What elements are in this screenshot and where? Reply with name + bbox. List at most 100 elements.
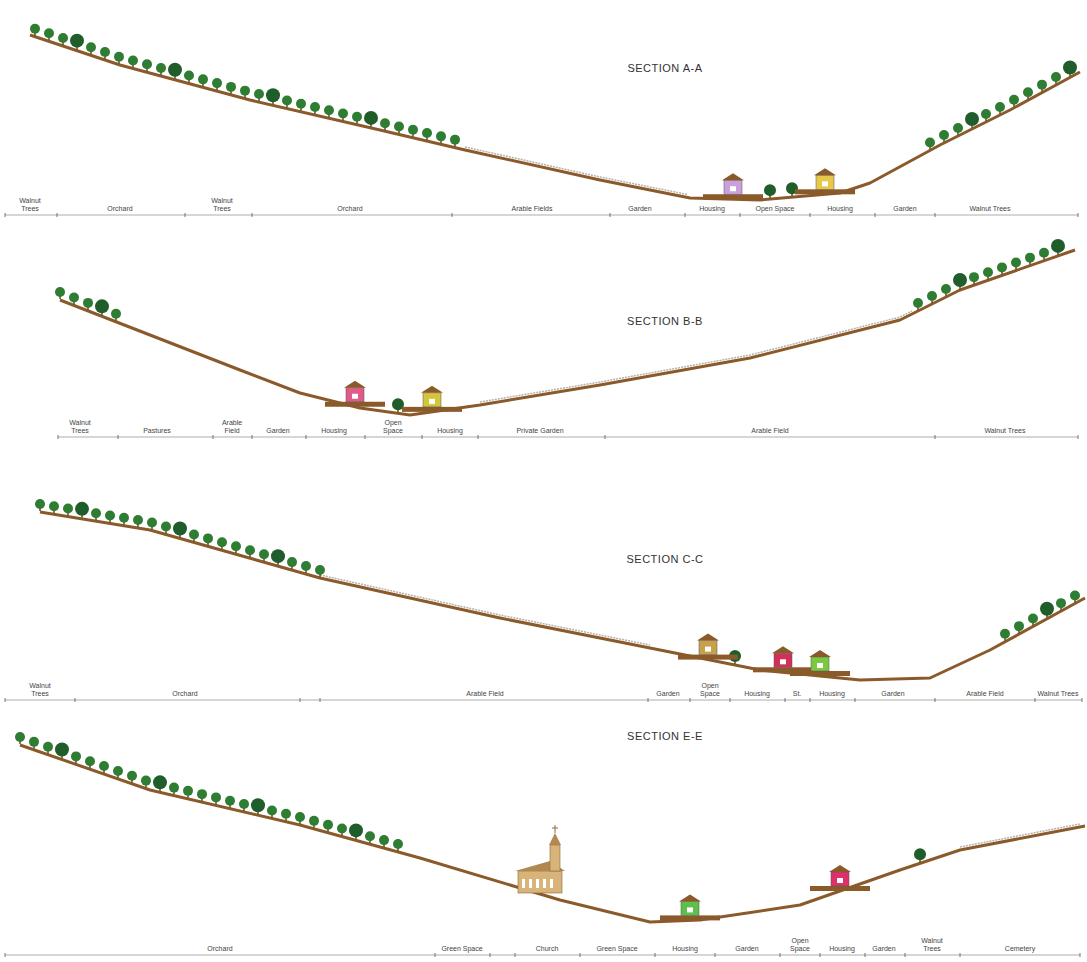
zone-label: Housing — [737, 690, 777, 698]
tree-crown — [380, 118, 390, 128]
zone-tick — [5, 698, 6, 702]
tree-crown — [71, 751, 81, 761]
tree-crown — [995, 102, 1005, 112]
tree-crown — [169, 783, 179, 793]
house-roof — [679, 894, 701, 901]
tree-crown — [296, 99, 306, 109]
house-roof — [344, 381, 366, 388]
zone-tick — [1080, 953, 1081, 957]
zone-label: Orchard — [320, 205, 380, 213]
field-texture — [960, 824, 1080, 847]
zone-label: Housing — [692, 205, 732, 213]
house-roof — [421, 386, 443, 393]
ground-mound — [810, 886, 870, 891]
tree-crown — [226, 82, 236, 92]
house-window — [730, 186, 736, 191]
terrain-profile — [30, 35, 1080, 200]
zone-label: Open Space — [696, 682, 724, 698]
zone-tick — [935, 435, 936, 439]
tree-crown — [259, 549, 269, 559]
house-body — [681, 901, 699, 915]
house-window — [705, 647, 711, 652]
tree-crown — [55, 743, 69, 757]
house-roof — [772, 646, 794, 653]
house-window — [780, 659, 786, 664]
tree-crown — [43, 742, 53, 752]
zone-tick — [490, 953, 491, 957]
tree-crown — [156, 63, 166, 73]
zone-tick — [730, 698, 731, 702]
tree-crown — [70, 34, 84, 48]
ground-mound — [795, 189, 855, 194]
zone-tick — [57, 213, 58, 217]
zone-line — [5, 215, 1078, 216]
tree-crown — [450, 135, 460, 145]
tree-crown — [197, 789, 207, 799]
tree-crown — [1070, 590, 1080, 600]
tree-crown — [422, 128, 432, 138]
section-title: SECTION E-E — [627, 730, 703, 742]
zone-label: Church — [529, 945, 565, 953]
tree-crown — [1039, 248, 1049, 258]
zone-tick — [435, 953, 436, 957]
zone-tick — [75, 698, 76, 702]
zone-line — [58, 437, 1078, 438]
tree-crown — [44, 28, 54, 38]
zone-label: Housing — [814, 690, 850, 698]
ground-mound — [703, 194, 763, 199]
zone-label: Housing — [314, 427, 354, 435]
zone-tick — [935, 213, 936, 217]
zone-label: Garden — [727, 945, 767, 953]
tree-crown — [969, 272, 979, 282]
tree-crown — [309, 816, 319, 826]
house-body — [811, 657, 829, 671]
zone-tick — [1082, 698, 1083, 702]
zone-tick — [306, 435, 307, 439]
zone-label: Walnut Trees — [205, 197, 239, 213]
zone-label: Pastures — [132, 427, 182, 435]
house-roof — [697, 634, 719, 641]
tree-crown — [1040, 602, 1054, 616]
church-window — [543, 879, 546, 888]
zone-label: Garden — [650, 690, 686, 698]
ground-mound — [325, 402, 385, 407]
zone-label: Walnut Trees — [975, 427, 1035, 435]
church-tower — [550, 845, 560, 871]
zone-tick — [118, 435, 119, 439]
zone-label: Arable Field — [450, 690, 520, 698]
house-body — [699, 641, 717, 655]
tree-crown — [287, 557, 297, 567]
house-body — [816, 175, 834, 189]
zone-label: Garden — [867, 945, 901, 953]
zone-tick — [785, 698, 786, 702]
zone-line — [5, 955, 1080, 956]
tree-crown — [212, 78, 222, 88]
zone-label: Garden — [873, 690, 913, 698]
zone-label: Garden — [885, 205, 925, 213]
zone-tick — [1078, 435, 1079, 439]
field-texture — [480, 311, 912, 402]
zone-tick — [320, 698, 321, 702]
tree-crown — [394, 121, 404, 131]
tree-crown — [231, 541, 241, 551]
tree-crown — [408, 125, 418, 135]
tree-crown — [981, 109, 991, 119]
tree-crown — [239, 799, 249, 809]
tree-crown — [91, 508, 101, 518]
zone-label: Green Space — [592, 945, 642, 953]
ground-mound — [678, 655, 738, 660]
zone-label: Private Garden — [505, 427, 575, 435]
church-spire — [549, 833, 561, 845]
zone-label: Open Space — [379, 419, 407, 435]
tree-crown — [58, 33, 68, 43]
zone-tick — [365, 435, 366, 439]
tree-crown — [225, 796, 235, 806]
zone-label: Walnut Trees — [960, 205, 1020, 213]
tree-crown — [254, 89, 264, 99]
ground-mound — [790, 671, 850, 676]
zone-tick — [865, 953, 866, 957]
church-cross — [552, 828, 558, 829]
zone-line — [5, 700, 1082, 701]
